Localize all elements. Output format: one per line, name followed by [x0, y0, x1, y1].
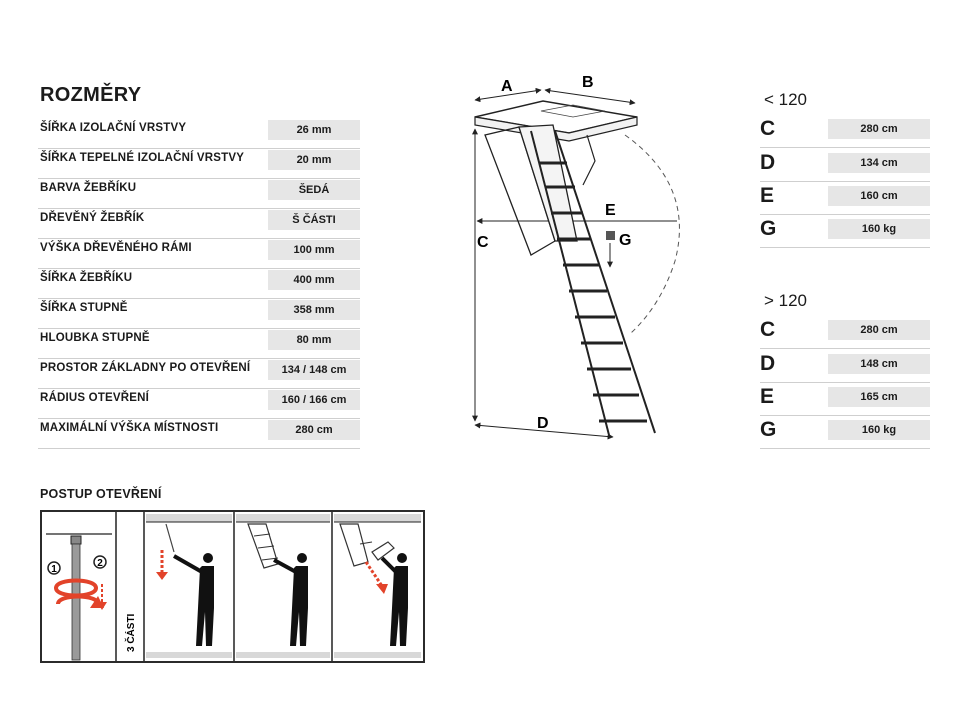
dim-value: 165 cm	[828, 387, 930, 407]
opening-steps-panel: 1 2 3 ČÁSTI	[40, 510, 425, 663]
group-title-over-120: > 120	[764, 291, 808, 310]
step-2-number: 2	[97, 558, 103, 569]
spec-row-step-width: ŠÍŘKA STUPNĚ 358 mm	[38, 298, 360, 329]
opening-procedure-title: POSTUP OTEVŘENÍ	[40, 487, 162, 501]
dim-letter: C	[760, 318, 776, 341]
sections-label: 3 ČÁSTI	[124, 613, 137, 652]
dim-value: 160 kg	[828, 420, 930, 440]
label-a: A	[501, 78, 513, 95]
dim-row-d: D 148 cm	[760, 352, 930, 383]
spec-value: 400 mm	[268, 270, 360, 290]
dim-row-e: E 160 cm	[760, 184, 930, 215]
spec-value: 358 mm	[268, 300, 360, 320]
spec-label: DŘEVĚNÝ ŽEBŘÍK	[40, 212, 145, 224]
dim-letter: D	[760, 352, 776, 375]
spec-row-frame-height: VÝŠKA DŘEVĚNÉHO RÁMI 100 mm	[38, 238, 360, 269]
spec-value: 160 / 166 cm	[268, 390, 360, 410]
step-pole-rotation: 1 2	[46, 533, 112, 661]
dim-letter: E	[760, 184, 775, 207]
dimension-a-line	[474, 87, 542, 103]
load-weight-icon	[606, 231, 615, 240]
spec-value: 100 mm	[268, 240, 360, 260]
dimension-d-line	[474, 422, 614, 440]
step-1-marker	[47, 561, 61, 575]
dim-letter: C	[760, 117, 776, 140]
spec-label: VÝŠKA DŘEVĚNÉHO RÁMI	[40, 242, 192, 254]
spec-label: ŠÍŘKA STUPNĚ	[40, 302, 128, 314]
dim-row-g: G 160 kg	[760, 217, 930, 248]
step-pull-down	[146, 514, 232, 658]
step-1-number: 1	[51, 564, 57, 575]
dim-value: 160 cm	[828, 186, 930, 206]
step-extend-ladder	[334, 514, 421, 658]
spec-value: 280 cm	[268, 420, 360, 440]
dim-row-c: C 280 cm	[760, 117, 930, 148]
spec-label: ŠÍŘKA IZOLAČNÍ VRSTVY	[40, 122, 187, 134]
label-b: B	[582, 74, 594, 91]
dim-row-d: D 134 cm	[760, 151, 930, 182]
label-d: D	[537, 415, 549, 432]
spec-label: RÁDIUS OTEVŘENÍ	[40, 392, 150, 404]
dimension-b-line	[544, 87, 636, 106]
spec-value: 20 mm	[268, 150, 360, 170]
dim-value: 280 cm	[828, 119, 930, 139]
spec-label: ŠÍŘKA TEPELNÉ IZOLAČNÍ VRSTVY	[40, 152, 245, 164]
spec-label: MAXIMÁLNÍ VÝŠKA MÍSTNOSTI	[40, 422, 219, 434]
spec-row-base-space: PROSTOR ZÁKLADNY PO OTEVŘENÍ 134 / 148 c…	[38, 358, 360, 389]
spec-value: 26 mm	[268, 120, 360, 140]
spec-row-insulation-width: ŠÍŘKA IZOLAČNÍ VRSTVY 26 mm	[38, 118, 360, 149]
dim-row-g: G 160 kg	[760, 418, 930, 449]
spec-label: ŠÍŘKA ŽEBŘÍKU	[40, 272, 133, 284]
spec-label: BARVA ŽEBŘÍKU	[40, 182, 137, 194]
group-title-under-120: < 120	[764, 90, 808, 109]
step-2-marker	[93, 555, 107, 569]
ladder-diagram: A B C E G D	[472, 74, 680, 440]
dim-value: 160 kg	[828, 219, 930, 239]
spec-value: Š ČÁSTI	[268, 210, 360, 230]
label-g: G	[619, 232, 631, 249]
ladder	[484, 124, 656, 436]
spec-value: 80 mm	[268, 330, 360, 350]
spec-row-step-depth: HLOUBKA STUPNĚ 80 mm	[38, 328, 360, 359]
label-e: E	[605, 202, 616, 219]
spec-row-wooden-ladder: DŘEVĚNÝ ŽEBŘÍK Š ČÁSTI	[38, 208, 360, 239]
spec-label: PROSTOR ZÁKLADNY PO OTEVŘENÍ	[40, 362, 251, 374]
spec-row-thermal-insulation-width: ŠÍŘKA TEPELNÉ IZOLAČNÍ VRSTVY 20 mm	[38, 148, 360, 179]
dim-letter: G	[760, 217, 777, 240]
dim-row-c: C 280 cm	[760, 318, 930, 349]
spec-value: ŠEDÁ	[268, 180, 360, 200]
label-c: C	[477, 234, 489, 251]
spec-row-ladder-width: ŠÍŘKA ŽEBŘÍKU 400 mm	[38, 268, 360, 299]
step-unfold	[236, 514, 330, 658]
spec-label: HLOUBKA STUPNĚ	[40, 332, 150, 344]
opening-radius-arc	[624, 134, 680, 334]
opening-steps-illustration: 1 2 3 ČÁSTI	[46, 512, 421, 661]
spec-value: 134 / 148 cm	[268, 360, 360, 380]
dim-letter: G	[760, 418, 777, 441]
dim-row-e: E 165 cm	[760, 385, 930, 416]
specs-title: ROZMĚRY	[40, 84, 142, 106]
dim-value: 148 cm	[828, 354, 930, 374]
dim-letter: D	[760, 151, 776, 174]
dim-value: 134 cm	[828, 153, 930, 173]
dim-value: 280 cm	[828, 320, 930, 340]
spec-row-ladder-color: BARVA ŽEBŘÍKU ŠEDÁ	[38, 178, 360, 209]
spec-row-opening-radius: RÁDIUS OTEVŘENÍ 160 / 166 cm	[38, 388, 360, 419]
spec-row-max-room-height: MAXIMÁLNÍ VÝŠKA MÍSTNOSTI 280 cm	[38, 418, 360, 449]
dim-letter: E	[760, 385, 775, 408]
